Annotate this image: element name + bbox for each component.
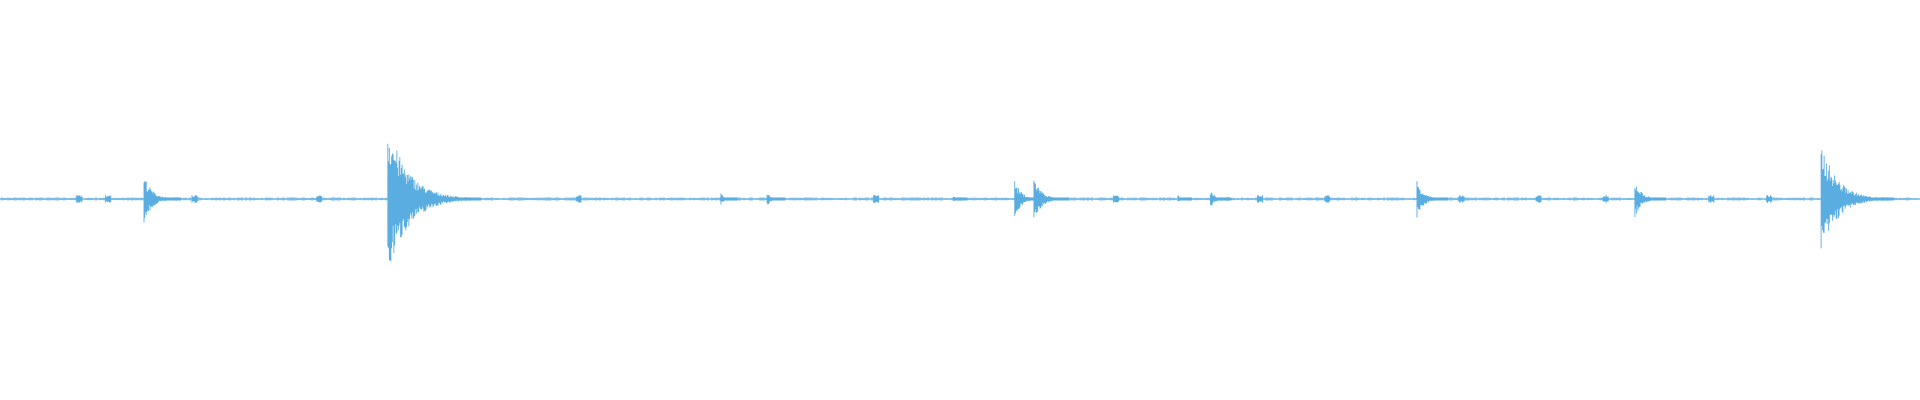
waveform-minor-blip-1 [105,195,112,203]
waveform-transient-9 [1416,181,1449,218]
waveform-minor-blip-7 [1257,195,1264,203]
waveform-minor-blip-3 [316,195,323,203]
waveform-minor-blip-0 [76,195,83,203]
waveform-minor-blip-11 [1602,195,1609,203]
waveform-transient-6 [1033,180,1069,218]
waveform-minor-blip-5 [873,195,880,203]
waveform-transients [0,143,1919,262]
waveform-minor-blip-6 [1113,195,1120,203]
waveform-transient-10 [1634,186,1667,217]
waveform-minor-blip-10 [1535,195,1542,203]
waveform-transient-7 [1177,195,1192,202]
waveform-transient-8 [1210,192,1232,206]
waveform-transient-3 [766,194,786,205]
waveform-minor-blip-9 [1458,195,1465,203]
waveform-minor-blip-8 [1324,195,1331,203]
waveform-transient-1 [387,143,482,262]
waveform-minor-blip-12 [1708,195,1715,203]
waveform-transient-11 [1820,150,1894,249]
waveform-transient-4 [952,196,968,201]
waveform-transient-0 [143,181,182,223]
waveform-minor-blip-2 [191,195,198,203]
waveform-minor-blip-13 [1765,195,1772,203]
waveform-transient-2 [720,193,738,205]
waveform-minor-blip-4 [575,195,582,203]
